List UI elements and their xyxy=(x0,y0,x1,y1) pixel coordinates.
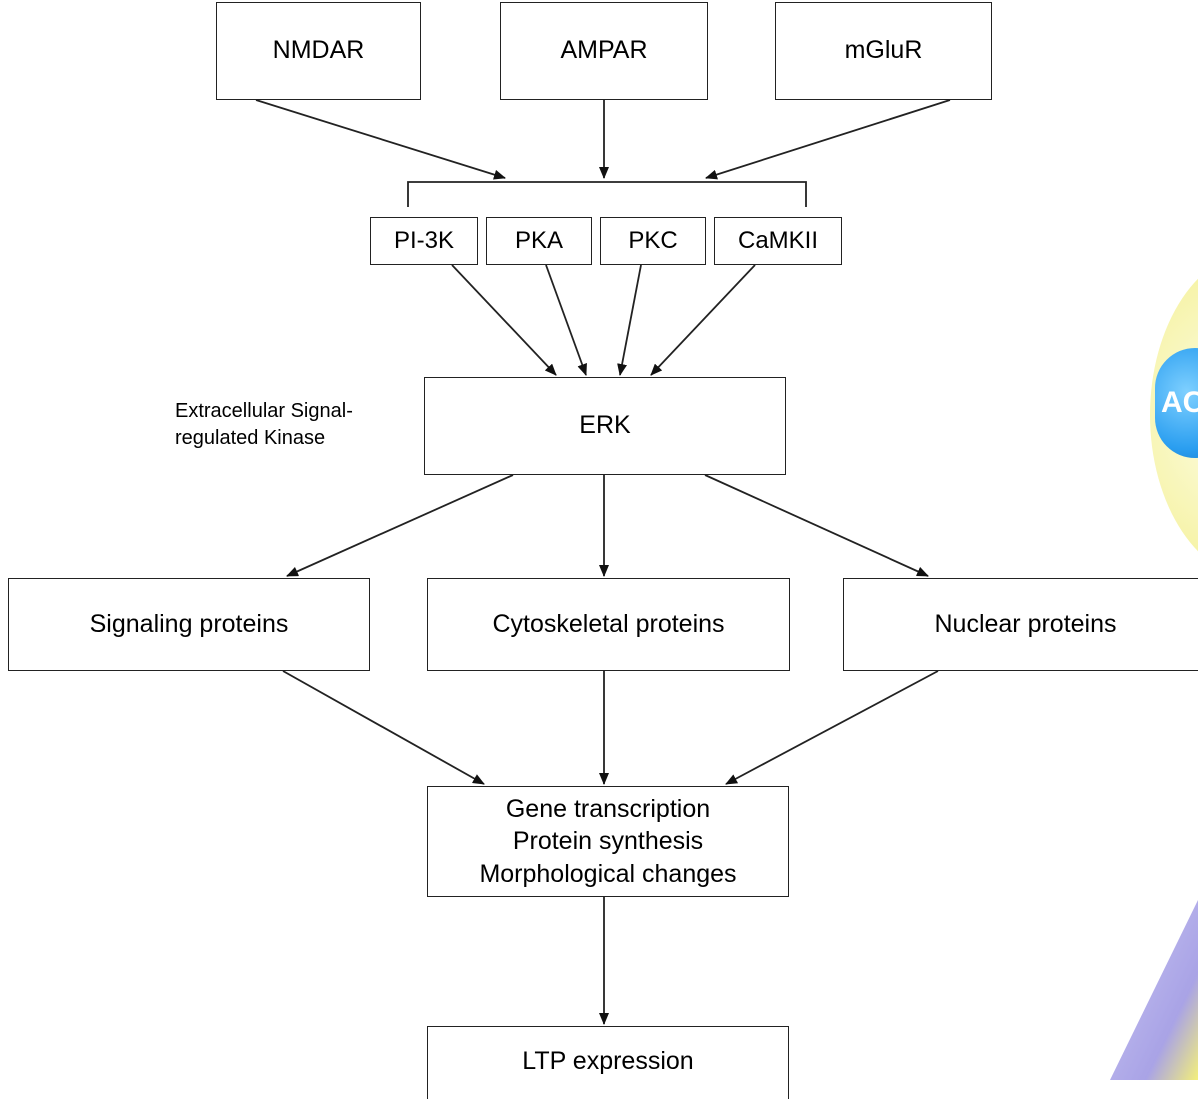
camkii-label: CaMKII xyxy=(737,227,818,254)
pi3k-label: PI-3K xyxy=(393,227,455,254)
arrow-mglur-bracket xyxy=(705,99,951,180)
arrow-erk-nuclear xyxy=(704,474,929,577)
outcome-line1: Gene transcription xyxy=(505,794,711,823)
arrow-pi3k-erk xyxy=(451,264,557,376)
node-cellular-outcome: Gene transcription Protein synthesis Mor… xyxy=(427,786,789,897)
node-signaling-proteins: Signaling proteins xyxy=(8,578,370,671)
mglur-label: mGluR xyxy=(844,36,923,65)
erk-annotation-line1: Extracellular Signal- xyxy=(175,400,353,422)
node-ampar: AMPAR xyxy=(500,2,708,100)
node-nmdar: NMDAR xyxy=(216,2,421,100)
node-mglur: mGluR xyxy=(775,2,992,100)
node-pkc: PKC xyxy=(600,217,706,265)
ampar-label: AMPAR xyxy=(560,36,648,65)
arrow-nmdar-bracket xyxy=(255,99,506,180)
node-camkii: CaMKII xyxy=(714,217,842,265)
outcome-line3: Morphological changes xyxy=(479,859,737,888)
node-cytoskeletal-proteins: Cytoskeletal proteins xyxy=(427,578,790,671)
ltp-expression-label: LTP expression xyxy=(522,1047,694,1076)
node-nuclear-proteins: Nuclear proteins xyxy=(843,578,1198,671)
outcome-line2: Protein synthesis xyxy=(512,827,704,856)
erk-annotation: Extracellular Signal- regulated Kinase xyxy=(175,398,425,452)
nuclear-proteins-label: Nuclear proteins xyxy=(934,609,1117,638)
erk-label: ERK xyxy=(579,411,631,440)
signaling-proteins-label: Signaling proteins xyxy=(89,609,289,638)
arrow-signaling-outcome xyxy=(282,670,485,785)
pkc-label: PKC xyxy=(628,227,678,254)
node-pka: PKA xyxy=(486,217,592,265)
node-erk: ERK xyxy=(424,377,786,475)
erk-annotation-line2: regulated Kinase xyxy=(175,427,326,449)
arrow-nuclear-outcome xyxy=(725,670,939,785)
node-pi3k: PI-3K xyxy=(370,217,478,265)
nmdar-label: NMDAR xyxy=(272,36,365,65)
badge-text: AC xyxy=(1161,386,1198,419)
cytoskeletal-proteins-label: Cytoskeletal proteins xyxy=(492,609,725,638)
arrow-camkii-erk xyxy=(650,264,756,376)
arrow-erk-signaling xyxy=(286,474,514,577)
decorative-triangle xyxy=(1110,900,1198,1080)
decorative-badge: AC xyxy=(1155,348,1198,458)
arrow-pkc-erk xyxy=(617,264,642,376)
arrow-pka-erk xyxy=(545,264,587,376)
kinase-bracket xyxy=(407,181,807,207)
node-ltp-expression: LTP expression xyxy=(427,1026,789,1099)
pka-label: PKA xyxy=(514,227,564,254)
